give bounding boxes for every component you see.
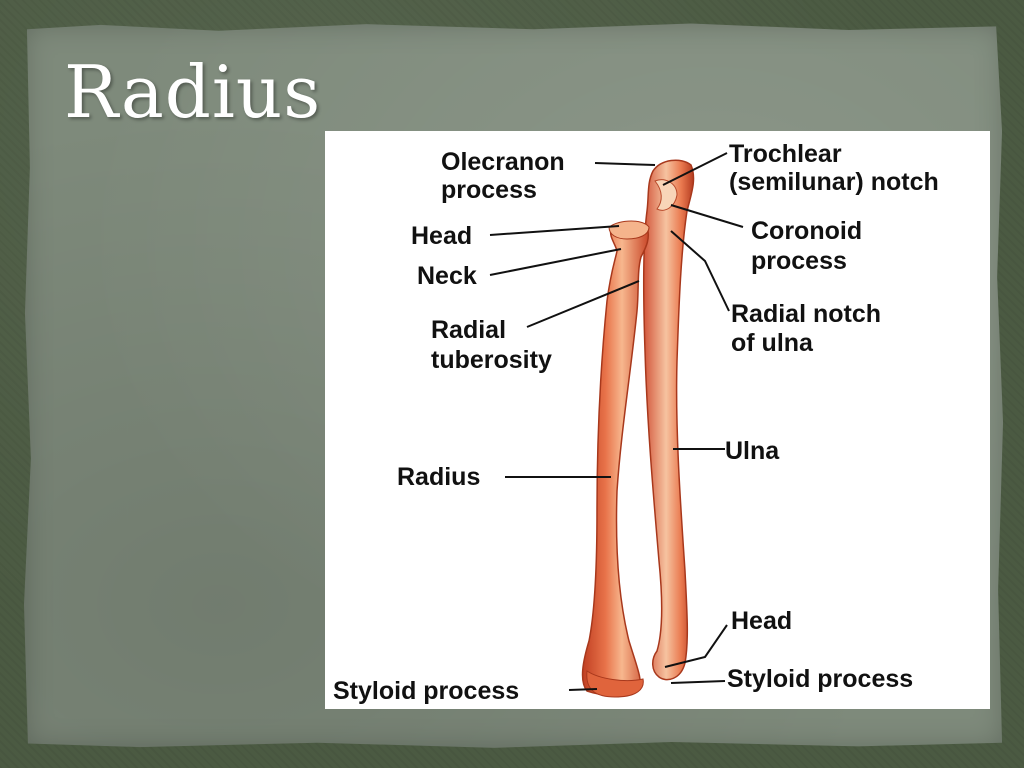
- label-trochlear-line2: (semilunar) notch: [729, 168, 939, 196]
- label-head-top: Head: [411, 222, 472, 250]
- label-radial-tuberosity-line2: tuberosity: [431, 346, 552, 374]
- label-radial-tuberosity-line1: Radial: [431, 316, 506, 344]
- leader-trochlear: [662, 152, 728, 186]
- forearm-bones-diagram: Olecranon process Trochlear (semilunar) …: [325, 131, 990, 709]
- leader-olecranon: [594, 162, 656, 166]
- radius-bone: [581, 221, 650, 696]
- leader-styloid-right: [670, 680, 726, 684]
- leader-coronoid: [670, 204, 744, 228]
- leader-head-top: [489, 225, 620, 236]
- label-radial-notch-line2: of ulna: [731, 329, 814, 357]
- label-head-bottom: Head: [731, 607, 792, 635]
- label-coronoid-line1: Coronoid: [751, 217, 862, 245]
- label-radial-notch-line1: Radial notch: [731, 300, 881, 328]
- radius-head-shape: [608, 220, 650, 240]
- leader-head-bottom: [664, 624, 728, 668]
- diagram-svg: Olecranon process Trochlear (semilunar) …: [333, 140, 939, 705]
- label-radius: Radius: [397, 463, 480, 491]
- radius-distal-shape: [586, 670, 644, 698]
- leader-neck: [489, 248, 622, 276]
- leader-radial-tuberosity: [526, 280, 640, 328]
- label-olecranon-line1: Olecranon: [441, 148, 565, 176]
- label-styloid-right: Styloid process: [727, 665, 913, 693]
- label-neck: Neck: [417, 262, 477, 290]
- leader-lines: [489, 152, 744, 691]
- label-ulna: Ulna: [725, 437, 780, 465]
- leader-styloid-left: [568, 688, 598, 691]
- ulna-bone: [642, 159, 695, 681]
- slide-title: Radius: [64, 50, 322, 134]
- label-coronoid-line2: process: [751, 247, 847, 275]
- label-trochlear-line1: Trochlear: [729, 140, 842, 168]
- leader-radial-notch: [670, 230, 730, 312]
- label-olecranon-line2: process: [441, 176, 537, 204]
- label-styloid-left: Styloid process: [333, 677, 519, 705]
